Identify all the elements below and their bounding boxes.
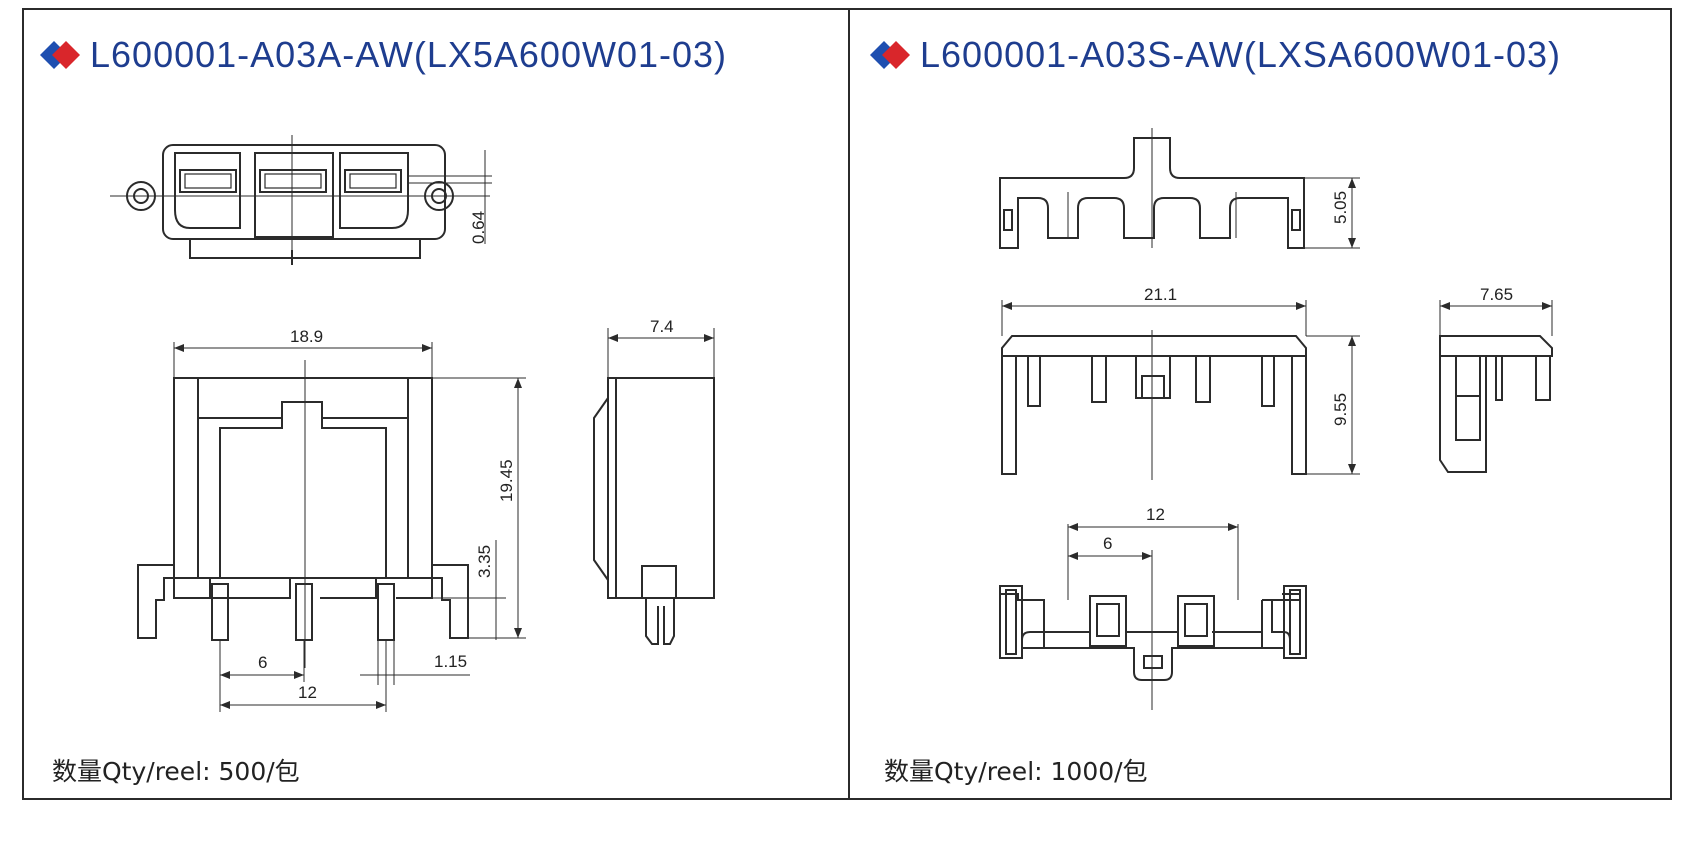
panel-divider xyxy=(848,8,850,800)
left-side-view: 7.4 xyxy=(593,317,715,645)
dim-label: 9.55 xyxy=(1331,393,1350,426)
dim-label: 12 xyxy=(298,683,317,702)
dim-label: 3.35 xyxy=(475,545,494,578)
diamond-bullet-icon xyxy=(870,41,910,69)
right-top-view: 5.05 xyxy=(999,128,1360,249)
dim-label: 7.4 xyxy=(650,317,674,336)
dim-label: 21.1 xyxy=(1144,285,1177,304)
dim-label: 0.64 xyxy=(469,211,488,244)
dim-label: 6 xyxy=(258,653,267,672)
right-title: L600001-A03S-AW(LXSA600W01-03) xyxy=(870,34,1561,76)
left-title-text: L600001-A03A-AW(LX5A600W01-03) xyxy=(90,34,728,75)
dim-label: 18.9 xyxy=(290,327,323,346)
dim-label: 12 xyxy=(1146,505,1165,524)
left-title: L600001-A03A-AW(LX5A600W01-03) xyxy=(40,34,727,76)
dim-label: 5.05 xyxy=(1331,191,1350,224)
right-front-view: 21.1 9.55 xyxy=(1001,285,1360,480)
dim-label: 19.45 xyxy=(497,459,516,502)
left-qty-label: 数量Qty/reel: 500/包 xyxy=(52,757,300,786)
right-qty-label: 数量Qty/reel: 1000/包 xyxy=(884,757,1148,786)
dim-label: 1.15 xyxy=(434,652,467,671)
left-front-view: 18.9 19.45 3.35 6 xyxy=(137,327,526,712)
dim-label: 6 xyxy=(1103,534,1112,553)
right-bottom-view: 12 6 xyxy=(999,505,1307,710)
diamond-bullet-icon xyxy=(40,41,80,69)
drawing-frame xyxy=(22,8,1672,800)
left-top-view: 0.64 xyxy=(110,135,492,265)
right-title-text: L600001-A03S-AW(LXSA600W01-03) xyxy=(920,34,1561,75)
dim-label: 7.65 xyxy=(1480,285,1513,304)
right-side-view: 7.65 xyxy=(1439,285,1553,473)
